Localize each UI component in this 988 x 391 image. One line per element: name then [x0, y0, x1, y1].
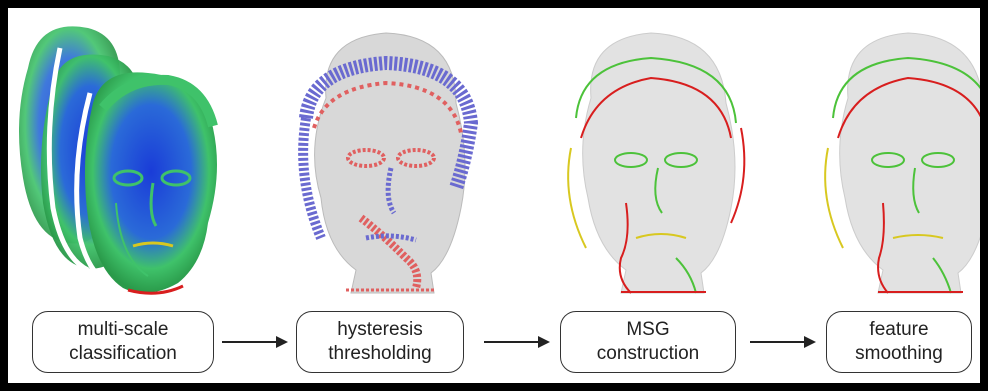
step-label-line1: MSG: [626, 318, 669, 342]
smoothed-head-icon: [793, 8, 980, 308]
right-arrow-icon: [482, 334, 552, 350]
step-label-line2: smoothing: [855, 342, 943, 366]
step-box-hysteresis-thresholding: hysteresis thresholding: [296, 311, 464, 373]
step-label-line1: hysteresis: [337, 318, 423, 342]
step-label-line2: thresholding: [328, 342, 432, 366]
right-arrow-icon: [220, 334, 290, 350]
step-box-feature-smoothing: feature smoothing: [826, 311, 972, 373]
figure-panel: multi-scale classification hysteresis th…: [8, 8, 980, 383]
step-label-line2: classification: [69, 342, 177, 366]
multi-scale-head-stack-icon: [8, 8, 248, 308]
step-label-line1: multi-scale: [78, 318, 169, 342]
msg-head-icon: [536, 8, 776, 308]
step-label-line1: feature: [869, 318, 928, 342]
step-label-line2: construction: [597, 342, 699, 366]
step-box-msg-construction: MSG construction: [560, 311, 736, 373]
step-box-multi-scale-classification: multi-scale classification: [32, 311, 214, 373]
right-arrow-icon: [748, 334, 818, 350]
thresholded-head-icon: [266, 8, 506, 308]
